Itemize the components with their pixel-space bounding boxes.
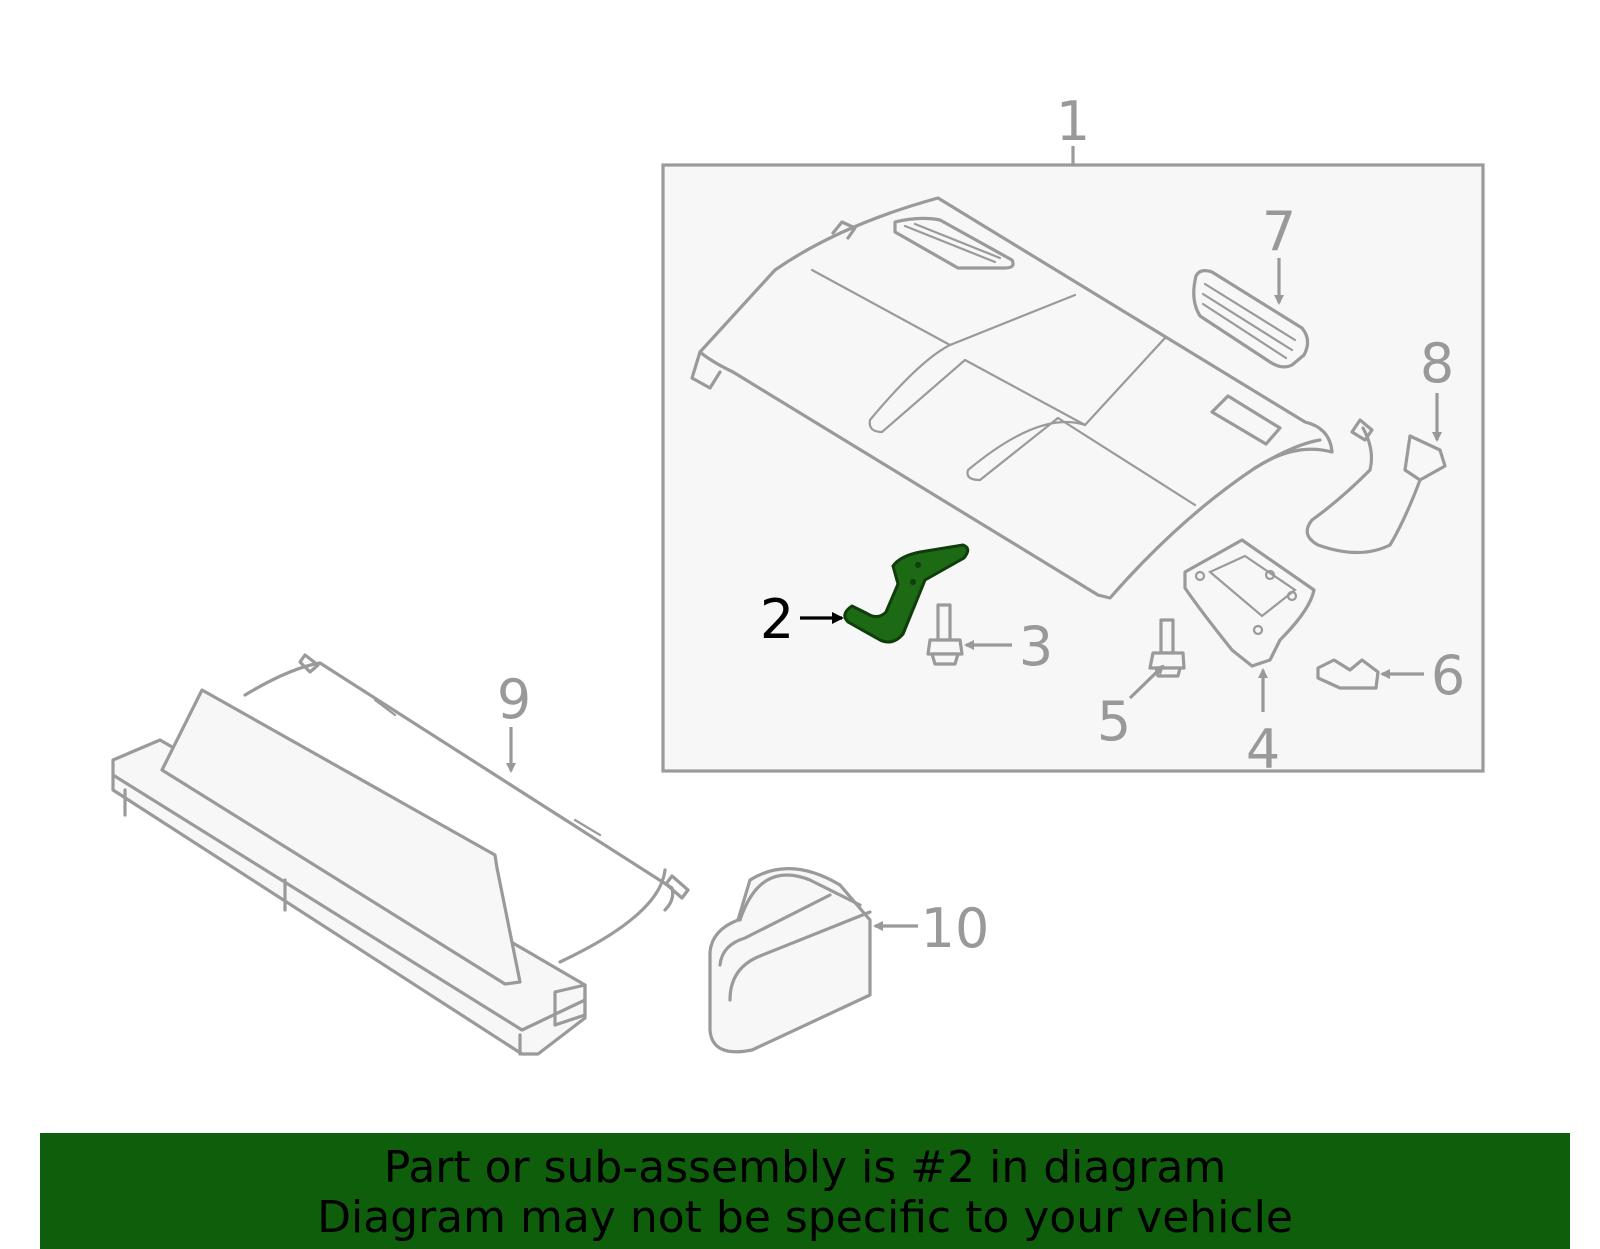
part-1-cover-panel [690, 196, 1334, 600]
callout-4-label: 4 [1246, 718, 1280, 781]
callout-1-label: 1 [1056, 90, 1090, 153]
callout-3-label: 3 [1019, 615, 1053, 678]
part-9-roller-cover [111, 653, 690, 1056]
callout-8-label: 8 [1420, 332, 1454, 395]
info-banner: Part or sub-assembly is #2 in diagram Di… [40, 1133, 1570, 1249]
callout-7-label: 7 [1262, 200, 1296, 263]
part-5-bolt [1148, 618, 1186, 678]
callout-9-label: 9 [497, 668, 531, 731]
part-7-vent [1192, 269, 1310, 369]
part-8-harness [1305, 418, 1447, 555]
callout-5-arrow [1128, 664, 1165, 700]
callout-10-label: 10 [921, 897, 990, 960]
callout-2-label: 2 [760, 588, 794, 651]
part-3-bolt [926, 603, 964, 666]
part-10-bag [708, 867, 872, 1054]
part-4-bracket [1183, 538, 1316, 668]
callout-6-label: 6 [1431, 644, 1465, 707]
banner-part-note: Part or sub-assembly is #2 in diagram [383, 1142, 1227, 1193]
part-6-clip [1316, 658, 1380, 690]
banner-disclaimer: Diagram may not be specific to your vehi… [317, 1192, 1293, 1243]
part-2-hook [843, 543, 970, 644]
callout-5-label: 5 [1097, 690, 1131, 753]
